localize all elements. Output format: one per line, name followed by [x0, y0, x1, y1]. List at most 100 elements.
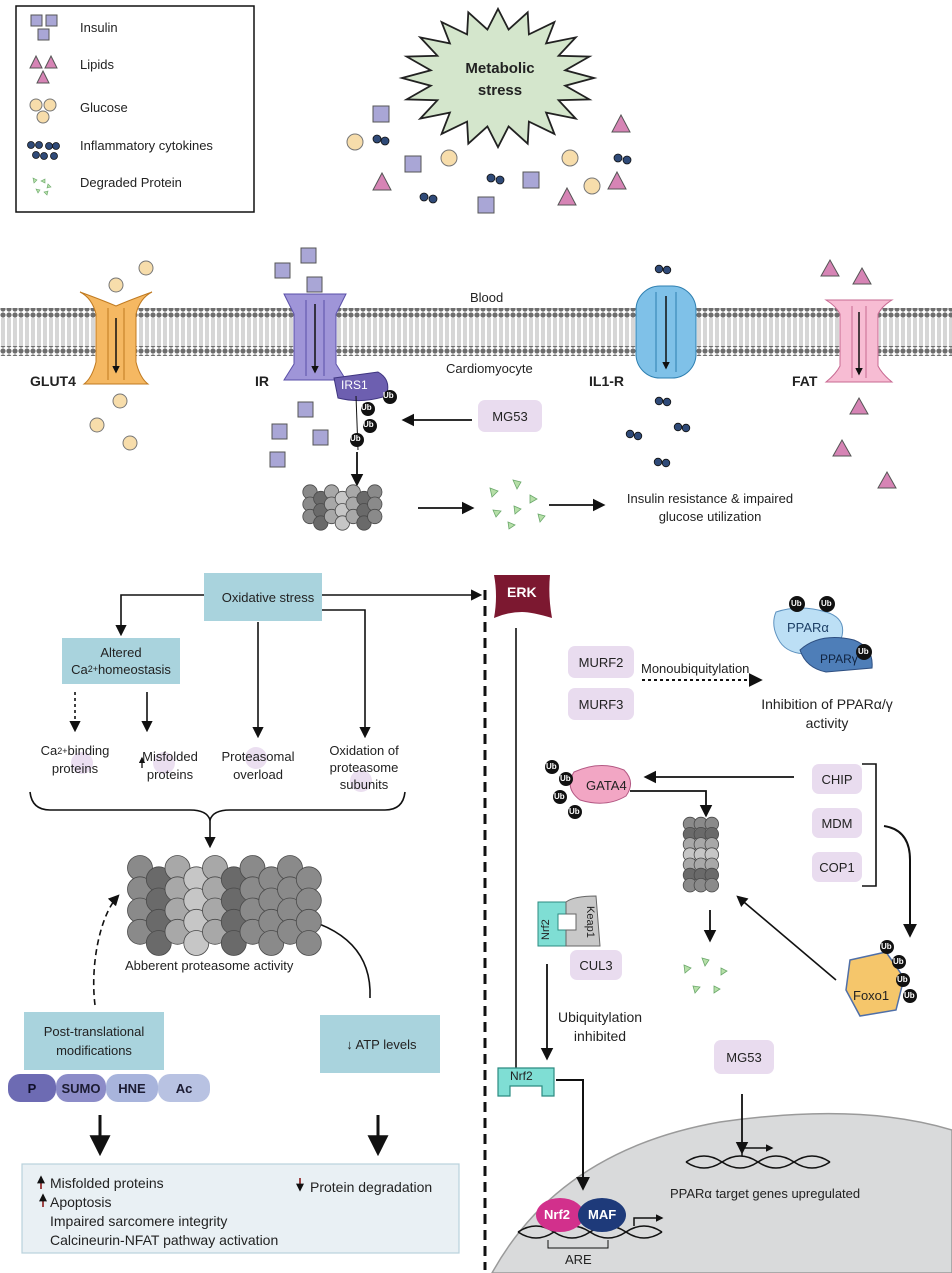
- legend-insulin-label: Insulin: [80, 20, 118, 35]
- nrf2-maf-dimer: [536, 1198, 626, 1232]
- degraded-protein-legend-icon: [32, 177, 52, 196]
- atp-levels-box: ↓ATP levels: [320, 1015, 440, 1073]
- erk-shape: [494, 575, 552, 618]
- ppar-gamma-label: PPARγ: [820, 652, 858, 666]
- ppar-complex: [773, 596, 873, 673]
- nrf2-nuclear-label: Nrf2: [544, 1207, 571, 1222]
- outcome-apoptosis: Apoptosis: [50, 1194, 112, 1210]
- cytokine-legend-icon: [27, 141, 60, 160]
- legend-degraded-label: Degraded Protein: [80, 175, 182, 190]
- ub-label-3: Ub: [363, 420, 374, 429]
- gata4-complex: [545, 760, 631, 819]
- ptm-tag-hne: HNE: [106, 1074, 158, 1102]
- degraded-protein-right: [683, 957, 728, 994]
- chip-pill: CHIP: [812, 764, 862, 794]
- ub-label-foxo-3: Ub: [897, 975, 908, 984]
- degraded-protein-top: [489, 479, 546, 530]
- nrf2-free-label: Nrf2: [510, 1069, 533, 1083]
- ub-label-ppar-1: Ub: [791, 599, 802, 608]
- gata4-label: GATA4: [586, 778, 627, 793]
- maf-label: MAF: [588, 1207, 617, 1222]
- insulin-molecules: [269, 247, 329, 468]
- ub-label-foxo-1: Ub: [881, 942, 892, 951]
- glut4-channel: [79, 291, 153, 385]
- murf2-pill: MURF2: [568, 646, 634, 678]
- il1r-channel: [635, 285, 697, 379]
- fat-label: FAT: [792, 373, 818, 389]
- gata4-to-proteasome-arrow: [630, 790, 713, 818]
- ptm-tag-p: P: [8, 1074, 56, 1102]
- cell-membrane: [0, 308, 952, 356]
- left-panel-arrows: [29, 589, 483, 1157]
- nrf2-to-nucleus-arrow: [556, 1079, 590, 1191]
- glucose-legend-icon: [29, 98, 57, 124]
- legend: [15, 5, 255, 213]
- ub-label-gata-1: Ub: [546, 762, 557, 771]
- keap1-label: Keap1: [584, 906, 596, 938]
- ub-label-ppar-3: Ub: [858, 647, 869, 656]
- legend-glucose-label: Glucose: [80, 100, 128, 115]
- outcomes-box: [21, 1163, 460, 1254]
- oxidative-stress-box: Oxidative stress: [204, 573, 322, 621]
- cytokine-molecules: [625, 264, 691, 468]
- proteasome-aberrant: [127, 855, 322, 956]
- proteasome-subunit: [704, 878, 720, 893]
- mg53-pill-nucleus: MG53: [714, 1040, 774, 1074]
- ub-label-gata-2: Ub: [560, 774, 571, 783]
- proteasome-vertical: [682, 816, 720, 893]
- monoubiquitylation-label: Monoubiquitylation: [641, 661, 750, 676]
- fat-channel: [824, 299, 894, 383]
- blood-label: Blood: [470, 290, 504, 305]
- proteasome-subunit: [295, 930, 322, 956]
- foxo1-shape: [845, 940, 917, 1017]
- lipid-legend-icon: [29, 54, 58, 84]
- proteasome-subunit: [367, 508, 383, 525]
- glucose-molecules: [89, 260, 154, 451]
- proteasome-top: [302, 484, 383, 531]
- ub-label-gata-4: Ub: [569, 807, 580, 816]
- mg53-pill-top: MG53: [478, 400, 542, 432]
- outcome-protein-degradation: Protein degradation: [310, 1179, 433, 1195]
- lavender-highlights: [71, 747, 372, 792]
- ppar-alpha-label: PPARα: [787, 620, 829, 635]
- nrf2-free: [497, 1067, 555, 1097]
- altered-ca-box: Altered Ca2+homeostasis: [62, 638, 180, 684]
- legend-lipids-label: Lipids: [80, 57, 114, 72]
- legend-cytokines-label: Inflammatory cytokines: [80, 138, 213, 153]
- up-arrows-outcomes: [37, 1175, 304, 1207]
- cop1-pill: COP1: [812, 852, 862, 882]
- erk-inhibition: [506, 628, 526, 1084]
- erk-label: ERK: [507, 584, 537, 600]
- ppar-target-label: PPARα target genes upregulated: [670, 1186, 861, 1201]
- cul3-pill: CUL3: [570, 950, 622, 980]
- insulin-legend-icon: [30, 14, 58, 41]
- irs1-complex: [333, 371, 397, 451]
- ub-label-foxo-4: Ub: [904, 991, 915, 1000]
- stress-molecules: [346, 105, 632, 214]
- ub-label-2: Ub: [361, 403, 372, 412]
- irs1-label: IRS1: [341, 378, 368, 392]
- il1r-label: IL1-R: [589, 373, 624, 389]
- ptm-tag-sumo: SUMO: [56, 1074, 106, 1102]
- cardiomyocyte-label: Cardiomyocyte: [446, 361, 533, 376]
- mdm-pill: MDM: [812, 808, 862, 838]
- mdm-to-foxo1-arrow: [883, 825, 917, 938]
- ub-label-foxo-2: Ub: [893, 957, 904, 966]
- ptm-tag-ac: Ac: [158, 1074, 210, 1102]
- foxo1-label: Foxo1: [853, 988, 890, 1003]
- metabolic-stress-burst: [398, 6, 598, 150]
- ir-label: IR: [255, 373, 269, 389]
- ca-binding-label: Ca2+binding proteins: [40, 743, 110, 776]
- foxo1-to-proteasome-arrow: [736, 895, 837, 981]
- glut4-label: GLUT4: [30, 373, 76, 389]
- ub-label-ppar-2: Ub: [821, 599, 832, 608]
